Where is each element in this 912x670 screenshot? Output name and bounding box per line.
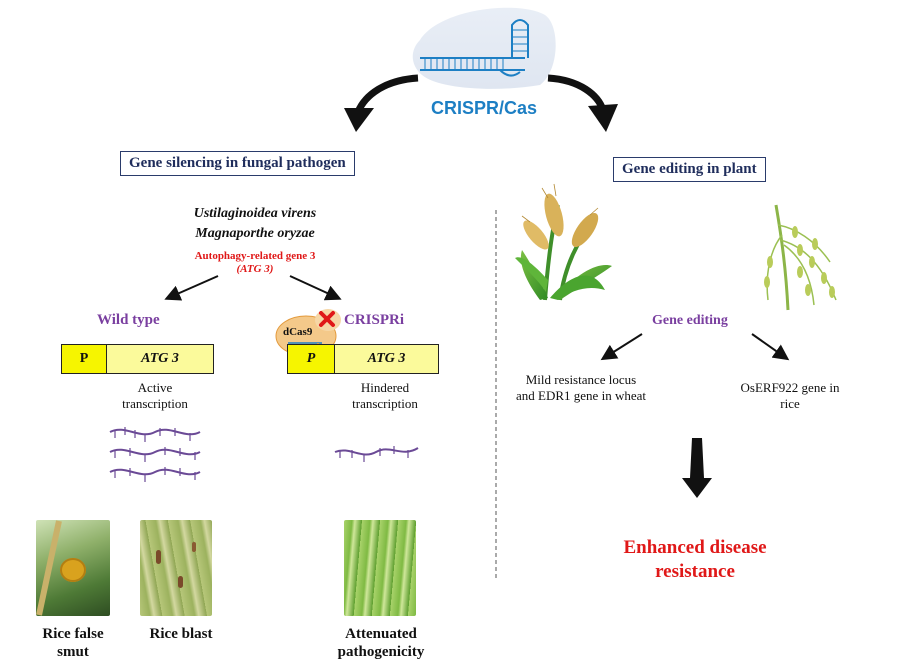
- caption-line-2: smut: [57, 644, 89, 660]
- blocked-x-icon: [319, 311, 335, 327]
- caption-line-1: Rice false: [42, 626, 104, 642]
- right-panel-title: Gene editing in plant: [613, 157, 766, 182]
- rice-plant-image: [764, 204, 837, 311]
- outcome-line-1: Enhanced disease: [623, 537, 767, 558]
- arrow-to-rice: [751, 333, 790, 361]
- crispri-label: CRISPRi: [344, 312, 405, 328]
- transcription-line-1: Active: [137, 380, 173, 395]
- promoter-box-crispri: P: [287, 344, 335, 374]
- caption-line-2: pathogenicity: [337, 644, 425, 660]
- gene-abbrev-label: (ATG 3): [236, 263, 274, 275]
- gene-editing-label: Gene editing: [652, 313, 728, 328]
- attenuated-pathogenicity-photo: [344, 520, 416, 616]
- transcription-line-2: transcription: [122, 396, 188, 411]
- caption-line-1: Attenuated: [345, 626, 417, 642]
- arrow-to-wild-type: [164, 275, 219, 301]
- wheat-plant-image: [515, 183, 612, 301]
- gene-label: ATG 3: [141, 351, 179, 366]
- outcome-line-2: resistance: [655, 561, 735, 582]
- rice-blast-photo: [140, 520, 212, 616]
- arrow-to-wheat: [600, 333, 643, 361]
- crispr-structure-icon: [412, 7, 556, 89]
- split-arrow-right: [547, 74, 618, 132]
- atg3-gene-box-wild-type: ATG 3: [106, 344, 214, 374]
- wheat-target-label: Mild resistance locus and EDR1 gene in w…: [496, 372, 666, 404]
- promoter-label: P: [79, 351, 89, 366]
- outcome-label: Enhanced disease resistance: [590, 536, 800, 584]
- hindered-transcription-label: Hindered transcription: [330, 380, 440, 412]
- wheat-line-2: and EDR1 gene in wheat: [516, 388, 646, 403]
- arrow-to-crispri: [289, 275, 342, 301]
- dcas9-label: dCas9: [283, 326, 313, 338]
- rice-blast-caption: Rice blast: [126, 625, 236, 643]
- rice-line-2: rice: [780, 396, 800, 411]
- gene-name-label: Autophagy-related gene 3: [194, 250, 316, 262]
- rice-target-label: OsERF922 gene in rice: [730, 380, 850, 412]
- mrna-hindered-icon: [334, 447, 419, 456]
- rice-false-smut-caption: Rice false smut: [20, 625, 126, 661]
- promoter-box-wild-type: P: [61, 344, 107, 374]
- wheat-line-1: Mild resistance locus: [525, 372, 637, 387]
- rice-false-smut-photo: [36, 520, 110, 616]
- outcome-arrow: [682, 438, 712, 498]
- atg3-gene-box-crispri: ATG 3: [334, 344, 439, 374]
- rice-line-1: OsERF922 gene in: [740, 380, 840, 395]
- left-panel-title: Gene silencing in fungal pathogen: [120, 151, 355, 176]
- mrna-active-icon: [109, 428, 201, 476]
- transcription-line-2: transcription: [352, 396, 418, 411]
- attenuated-pathogenicity-caption: Attenuated pathogenicity: [322, 625, 440, 661]
- wild-type-label: Wild type: [97, 312, 160, 328]
- crispr-cas-label: CRISPR/Cas: [430, 98, 538, 118]
- pathogen-name-1: Ustilaginoidea virens: [193, 206, 317, 221]
- active-transcription-label: Active transcription: [100, 380, 210, 412]
- gene-label: ATG 3: [367, 351, 406, 366]
- transcription-line-1: Hindered: [360, 380, 410, 395]
- caption-line-1: Rice blast: [149, 626, 213, 642]
- promoter-label: P: [306, 351, 316, 366]
- split-arrow-left: [344, 74, 419, 132]
- pathogen-name-2: Magnaporthe oryzae: [195, 226, 315, 241]
